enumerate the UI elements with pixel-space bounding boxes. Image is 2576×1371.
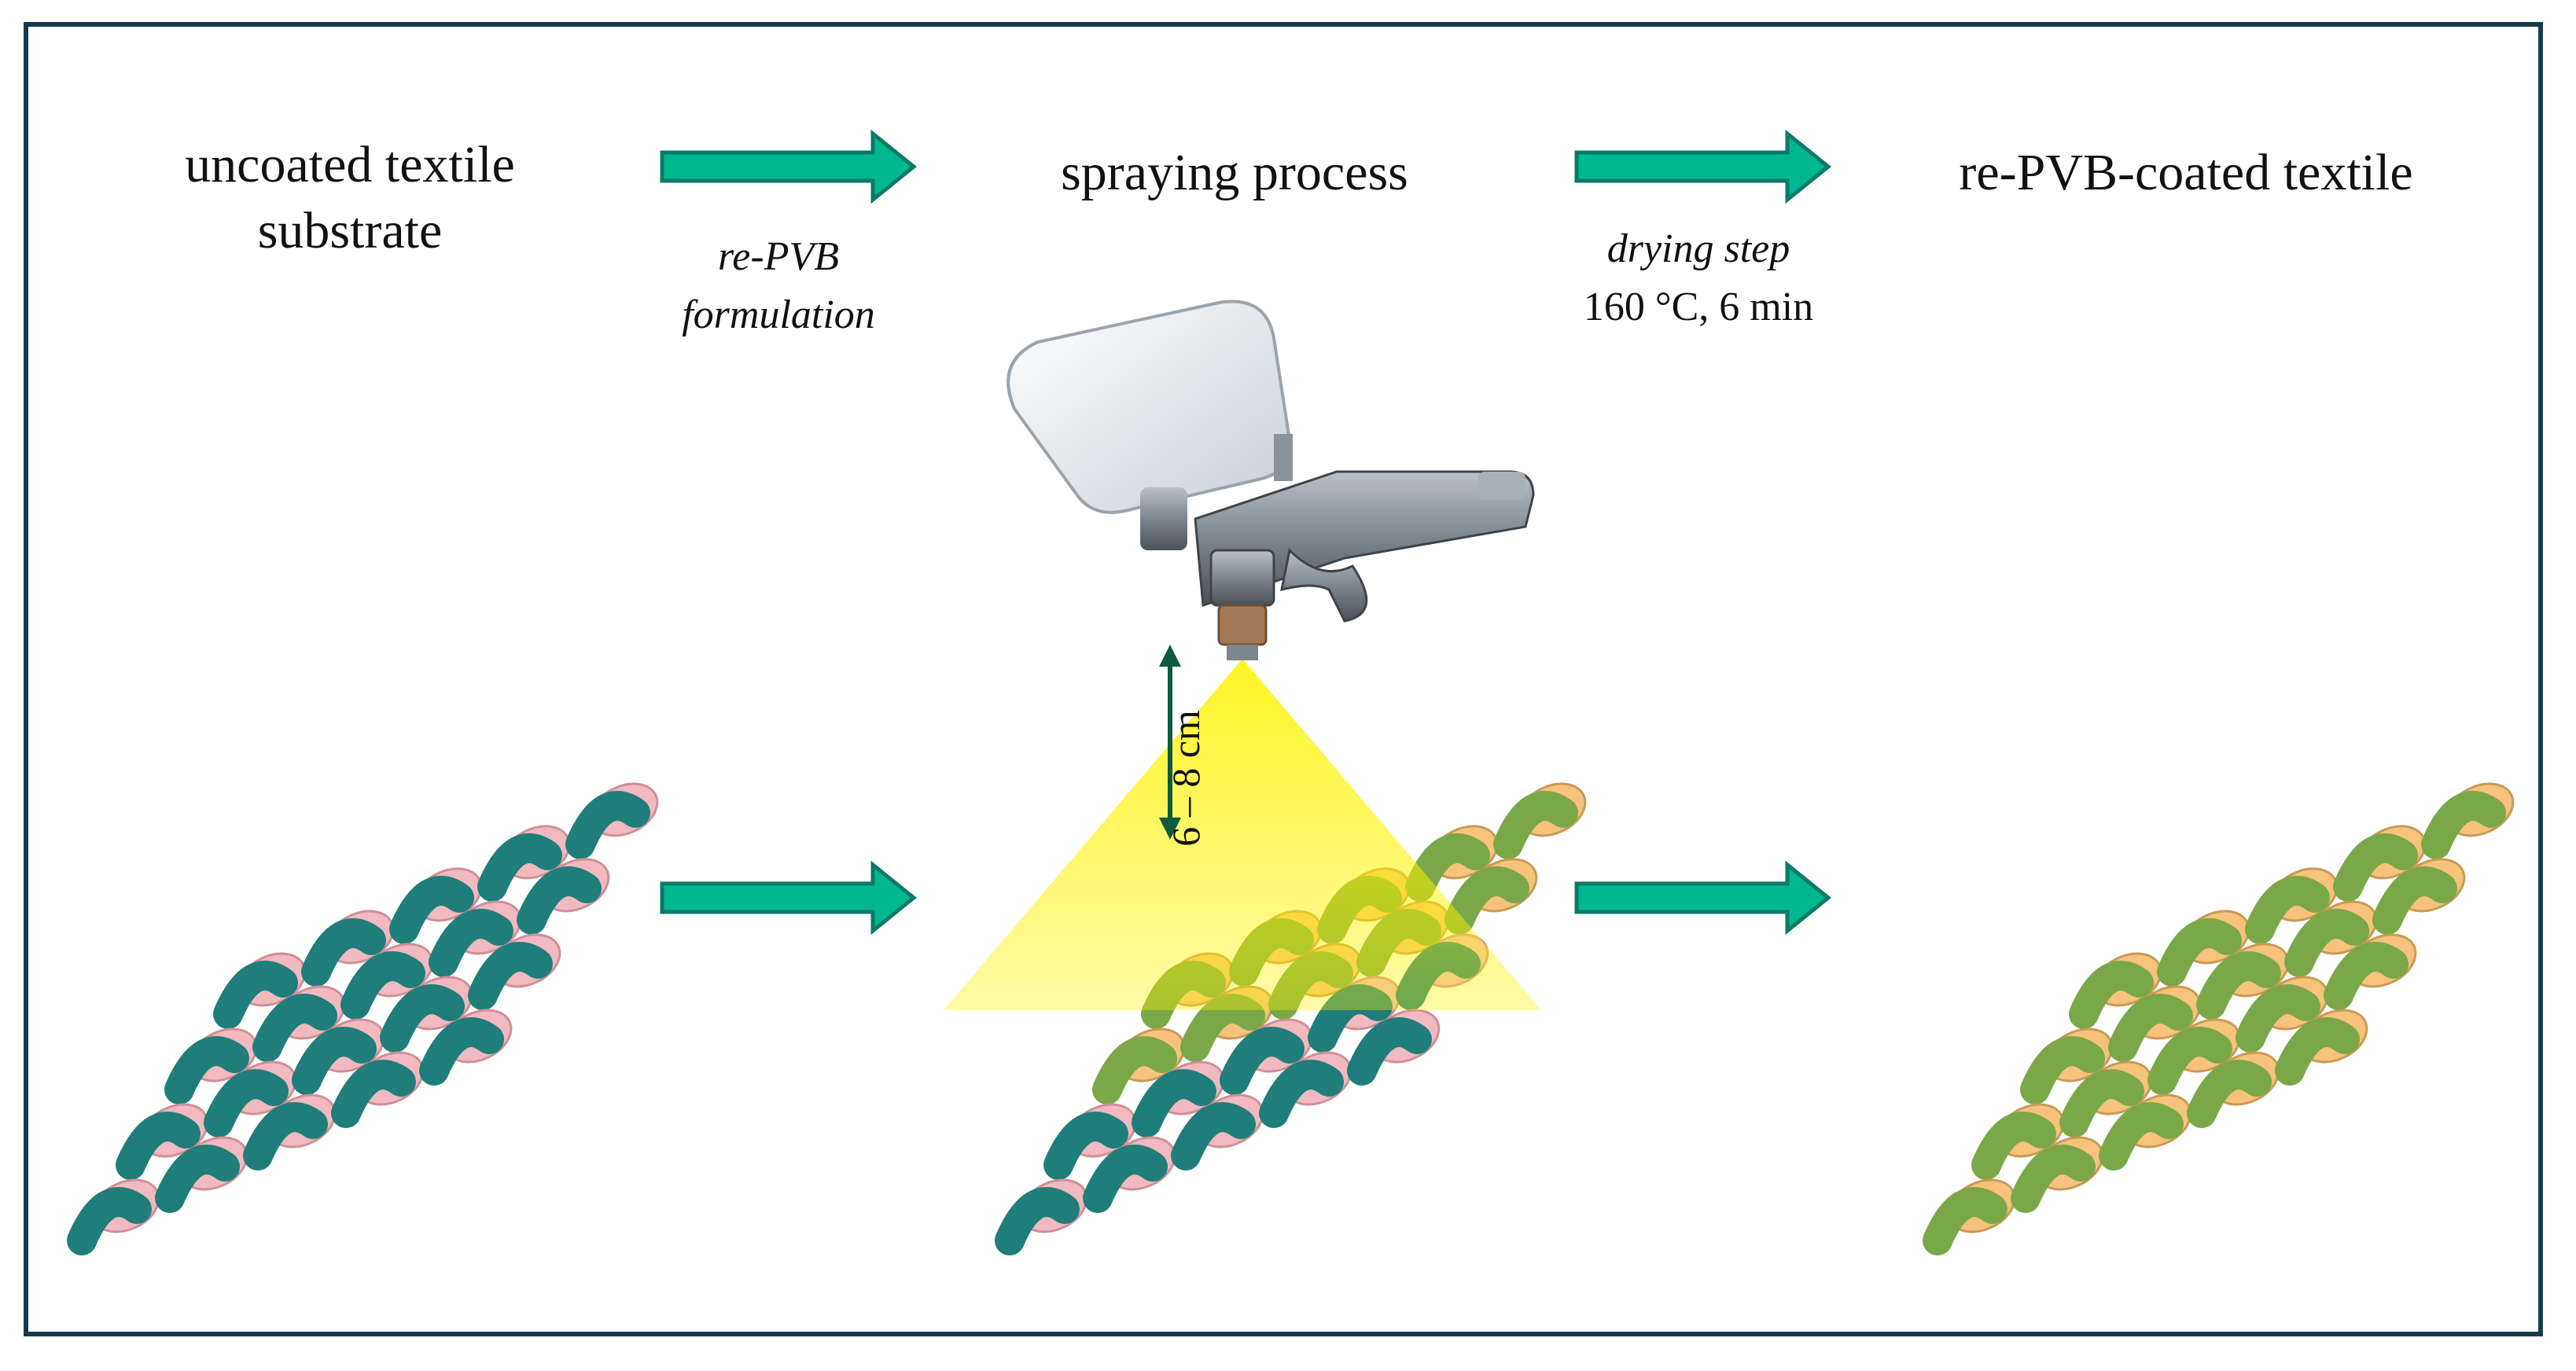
- warp-yarn: [2324, 942, 2409, 1010]
- warp-yarn: [155, 1145, 240, 1213]
- warp-yarn: [1171, 1102, 1256, 1171]
- warp-yarn: [389, 876, 474, 944]
- woven-textile-icon: [67, 782, 659, 1255]
- formulation-label-line1: re-PVB: [718, 234, 839, 279]
- arrow-bottom-2: [1574, 860, 1831, 935]
- warp-yarn: [2372, 866, 2457, 935]
- warp-yarn: [419, 1017, 504, 1086]
- warp-yarn: [204, 1069, 289, 1138]
- warp-yarn: [213, 961, 298, 1029]
- warp-yarn: [1083, 1145, 1168, 1213]
- warp-yarn: [1923, 1187, 2007, 1255]
- drying-label-line1: drying step: [1606, 226, 1790, 271]
- coated-textile: [1923, 782, 2515, 1255]
- warp-yarn: [2147, 1027, 2232, 1095]
- warp-yarn: [116, 1112, 201, 1180]
- warp-yarn: [301, 918, 386, 987]
- warp-yarn: [2157, 918, 2242, 987]
- coated-label: re-PVB-coated textile: [1959, 144, 2413, 201]
- spray-gun-icon: [1006, 300, 1535, 660]
- warp-yarn: [243, 1102, 328, 1171]
- sprayed-textile: [995, 782, 1587, 1255]
- warp-yarn: [2196, 951, 2281, 1020]
- double-arrow-icon: [1159, 645, 1181, 840]
- warp-yarn: [1347, 1017, 1432, 1086]
- warp-yarn: [1220, 1027, 1305, 1095]
- warp-yarn: [2108, 994, 2193, 1062]
- warp-yarn: [2236, 984, 2320, 1053]
- warp-yarn: [2020, 1036, 2105, 1105]
- warp-yarn: [2333, 833, 2418, 902]
- warp-yarn: [2099, 1102, 2184, 1171]
- drying-label-line2: 160 °C, 6 min: [1583, 285, 1814, 329]
- spray-cone: [944, 659, 1541, 1010]
- warp-yarn: [1971, 1112, 2056, 1180]
- arrow-bottom-1: [660, 860, 917, 935]
- warp-yarn: [1092, 1036, 1177, 1105]
- warp-yarn: [2275, 1017, 2360, 1086]
- warp-yarn: [429, 909, 513, 977]
- formulation-label-line2: formulation: [682, 292, 875, 337]
- warp-yarn: [1043, 1112, 1128, 1180]
- warp-yarn: [340, 951, 425, 1020]
- warp-yarn: [468, 942, 553, 1010]
- warp-yarn: [1493, 791, 1578, 859]
- arrow-top-2: [1574, 129, 1831, 204]
- warp-yarn: [2421, 791, 2506, 859]
- warp-yarn: [2011, 1145, 2096, 1213]
- warp-yarn: [517, 866, 602, 935]
- warp-yarn: [2284, 909, 2369, 977]
- spray-distance-label: 6 – 8 cm: [1164, 710, 1208, 847]
- warp-yarn: [292, 1027, 377, 1095]
- warp-yarn: [1444, 866, 1529, 935]
- warp-yarn: [565, 791, 650, 859]
- warp-yarn: [1259, 1060, 1344, 1128]
- warp-yarn: [1132, 1069, 1216, 1138]
- drying-label: drying step 160 °C, 6 min: [1525, 220, 1871, 336]
- formulation-label: re-PVB formulation: [613, 228, 944, 344]
- warp-yarn: [2187, 1060, 2272, 1128]
- warp-yarn: [2245, 876, 2330, 944]
- warp-yarn: [1180, 994, 1265, 1062]
- warp-yarn: [2059, 1069, 2144, 1138]
- arrow-top-1: [660, 129, 917, 204]
- uncoated-label-line2: substrate: [257, 202, 443, 259]
- warp-yarn: [164, 1036, 249, 1105]
- uncoated-label-line1: uncoated textile: [185, 136, 515, 193]
- warp-yarn: [995, 1187, 1080, 1255]
- warp-yarn: [477, 833, 562, 902]
- warp-yarn: [331, 1060, 416, 1128]
- spraying-label: spraying process: [1061, 144, 1408, 201]
- warp-yarn: [380, 984, 465, 1053]
- warp-yarn: [2069, 961, 2154, 1029]
- warp-yarn: [67, 1187, 152, 1255]
- warp-yarn: [252, 994, 337, 1062]
- uncoated-label: uncoated textile substrate: [118, 132, 582, 264]
